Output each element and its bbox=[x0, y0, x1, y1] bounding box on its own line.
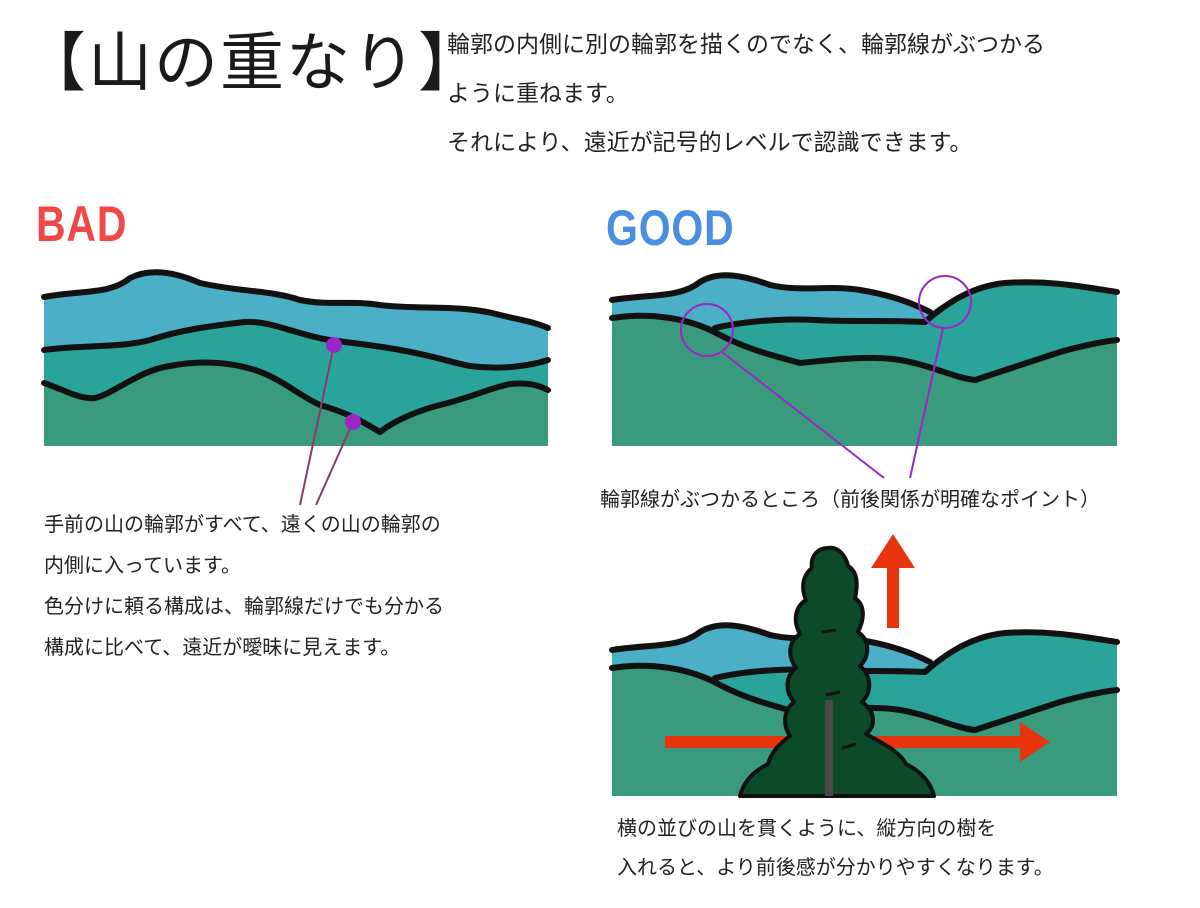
good-caption: 輪郭線がぶつかるところ（前後関係が明確なポイント） bbox=[600, 487, 1100, 511]
bad-caption-line-2: 内側に入っています。 bbox=[44, 553, 241, 577]
bad-near-mountain bbox=[44, 362, 548, 446]
bad-pointer-line-2 bbox=[315, 421, 354, 506]
tree-caption-line-2: 入れると、より前後感が分かりやすくなります。 bbox=[617, 855, 1054, 879]
good-marker-circle-2 bbox=[918, 275, 972, 329]
intro-line-3: それにより、遠近が記号的レベルで認識できます。 bbox=[447, 130, 973, 156]
tree-caption: 横の並びの山を貫くように、縦方向の樹を 入れると、より前後感が分かりやすくなりま… bbox=[617, 812, 1054, 883]
tree-trunk bbox=[825, 700, 833, 796]
intro-line-2: ように重ねます。 bbox=[447, 81, 629, 107]
bad-marker-dot-1 bbox=[326, 337, 342, 353]
good-near-mountain bbox=[612, 315, 1117, 446]
tree-bark-marks bbox=[821, 628, 857, 750]
good-marker-circle-1 bbox=[680, 303, 734, 357]
good-pointer-line-2 bbox=[909, 327, 944, 479]
page-title: 【山の重なり】 bbox=[22, 27, 484, 101]
bad-caption-line-4: 構成に比べて、遠近が曖昧に見えます。 bbox=[44, 635, 401, 659]
bad-pointer-line-1 bbox=[299, 344, 335, 506]
bad-marker-dot-2 bbox=[345, 414, 361, 430]
bad-caption-line-3: 色分けに頼る構成は、輪郭線だけでも分かる bbox=[44, 594, 444, 618]
tree-icon bbox=[738, 545, 936, 798]
bad-caption: 手前の山の輪郭がすべて、遠くの山の輪郭の 内側に入っています。 色分けに頼る構成… bbox=[44, 508, 444, 663]
bad-label: BAD bbox=[36, 196, 128, 252]
bad-caption-line-1: 手前の山の輪郭がすべて、遠くの山の輪郭の bbox=[44, 512, 441, 536]
intro-line-1: 輪郭の内側に別の輪郭を描くのでなく、輪郭線がぶつかる bbox=[447, 32, 1045, 58]
tree-caption-line-1: 横の並びの山を貫くように、縦方向の樹を bbox=[617, 816, 997, 840]
good-pointer-line-1 bbox=[721, 351, 885, 479]
vertical-arrow-icon bbox=[871, 534, 915, 628]
good-label: GOOD bbox=[606, 200, 735, 256]
